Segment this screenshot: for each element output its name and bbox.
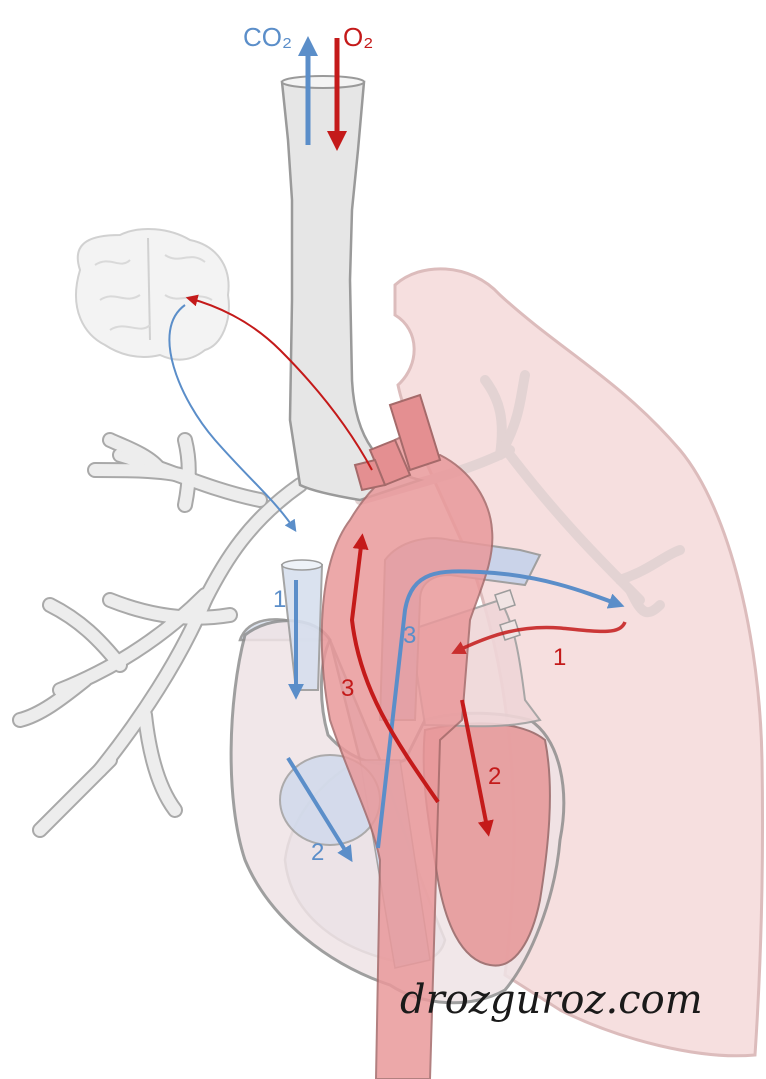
heart-to-brain-arrow: [185, 294, 373, 471]
blue-step-2-label: 2: [311, 839, 324, 866]
red-flow-arrow-2: [460, 699, 494, 837]
left-bronchial-tree: [12, 432, 308, 838]
heart: [229, 393, 566, 1079]
watermark: drozguroz.com: [400, 977, 703, 1023]
blue-step-1-label: 1: [273, 586, 286, 613]
o2-label: O₂: [343, 22, 373, 52]
red-step-2-label: 2: [488, 763, 501, 790]
red-step-1-label: 1: [553, 644, 566, 671]
red-flow-arrow-1: [451, 621, 627, 655]
brain-icon: [75, 228, 230, 361]
blue-flow-arrow-2: [286, 756, 353, 863]
blue-step-3-label: 3: [403, 622, 416, 649]
red-flow-arrow-3: [349, 533, 440, 804]
brain-to-heart-arrow: [168, 304, 297, 532]
blue-flow-arrow-3: [376, 569, 625, 849]
red-step-3-label: 3: [341, 675, 354, 702]
co2-label: CO₂: [243, 22, 292, 52]
